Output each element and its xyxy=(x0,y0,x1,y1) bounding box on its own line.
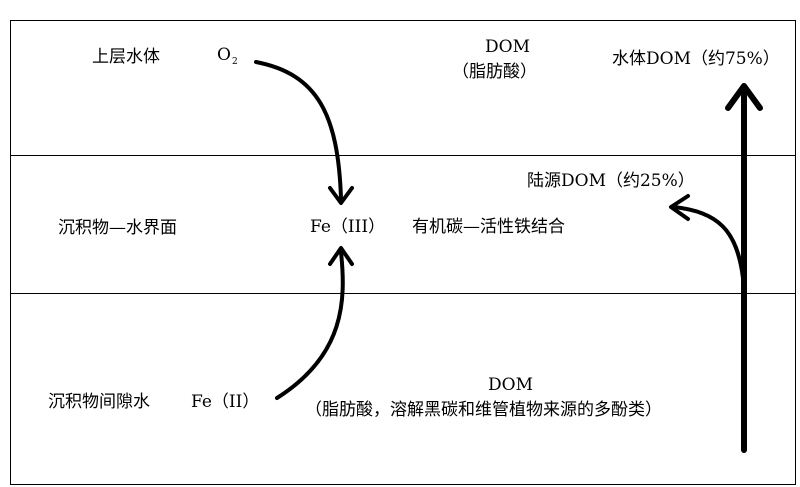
arrow-dom-vertical-head xyxy=(725,83,763,111)
boundary-line-lower xyxy=(10,293,796,294)
water-dom-label: 水体DOM（约75%） xyxy=(612,49,780,69)
dom-top-subtitle: （脂肪酸） xyxy=(452,62,537,82)
binding-label: 有机碳—活性铁结合 xyxy=(412,217,565,237)
o2-subscript: 2 xyxy=(231,57,238,67)
dom-bottom-label: DOM xyxy=(488,375,533,395)
dom-bottom-subtitle: （脂肪酸，溶解黑碳和维管植物来源的多酚类） xyxy=(305,400,662,420)
arrow-terrestrial-branch-head xyxy=(669,194,690,221)
arrow-o2-to-fe3 xyxy=(254,60,343,200)
arrow-fe2-to-fe3 xyxy=(275,250,345,400)
arrow-terrestrial-branch xyxy=(672,205,745,280)
arrow-o2-to-fe3-head xyxy=(328,186,354,205)
boundary-line-upper xyxy=(10,155,796,156)
o2-label: O2 xyxy=(217,45,238,72)
terrestrial-dom-label: 陆源DOM（约25%） xyxy=(527,171,695,191)
layer-label-upper-water: 上层水体 xyxy=(92,47,160,67)
layer-label-interface: 沉积物—水界面 xyxy=(58,218,177,238)
fe2-label: Fe（II） xyxy=(191,392,260,412)
diagram-frame xyxy=(10,20,796,485)
o2-base: O xyxy=(217,45,231,65)
fe3-label: Fe（III） xyxy=(310,217,386,237)
layer-label-porewater: 沉积物间隙水 xyxy=(48,392,150,412)
arrow-fe2-to-fe3-head xyxy=(328,246,354,266)
dom-top-label: DOM xyxy=(485,37,530,57)
